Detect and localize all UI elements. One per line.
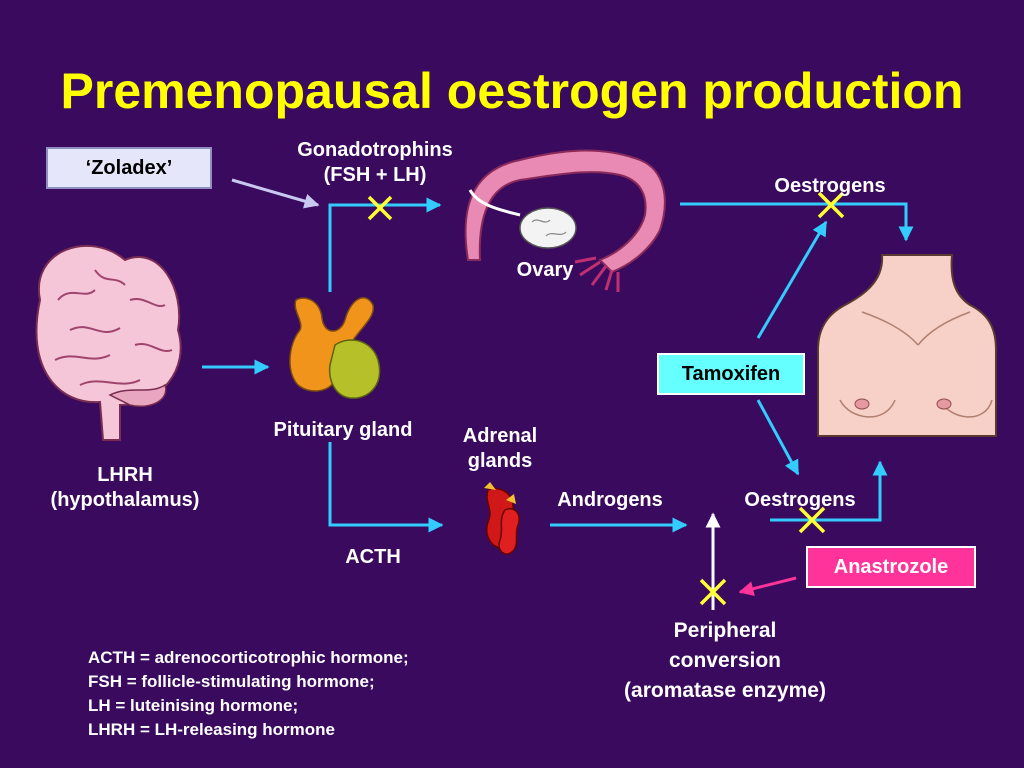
block-mark-aromatase	[699, 578, 727, 606]
adrenal-label: Adrenal glands	[440, 424, 560, 474]
block-mark-gonadotrophins	[367, 195, 393, 221]
adrenal-illustration	[484, 482, 520, 555]
anastrozole-arrow	[738, 576, 797, 597]
adrenal-line1: Adrenal	[462, 425, 538, 447]
lhrh-line2: (hypothalamus)	[50, 489, 200, 511]
peripheral-line3: (aromatase enzyme)	[624, 679, 826, 702]
block-mark-oestrogens-top	[817, 191, 845, 219]
zoladex-arrow	[231, 178, 320, 209]
peripheral-line2: conversion	[668, 649, 782, 672]
block-mark-oestrogens-bottom	[798, 506, 826, 534]
lhrh-label: LHRH (hypothalamus)	[20, 463, 230, 513]
lhrh-line1: LHRH	[97, 464, 153, 486]
ovary-label: Ovary	[516, 259, 574, 281]
peripheral-label: Peripheral conversion (aromatase enzyme)	[595, 616, 855, 706]
legend-line: ACTH = adrenocorticotrophic hormone;	[88, 648, 409, 667]
tamoxifen-box: Tamoxifen	[657, 353, 805, 395]
anastrozole-box: Anastrozole	[806, 546, 976, 588]
zoladex-box: ‘Zoladex’	[46, 147, 212, 189]
ovary-illustration	[464, 149, 666, 292]
block-marks	[367, 191, 845, 606]
adrenal-line2: glands	[467, 450, 533, 472]
peripheral-line1: Peripheral	[673, 619, 777, 642]
torso-illustration	[817, 254, 997, 437]
pituitary-label: Pituitary gland	[273, 419, 413, 441]
oestrogens-bottom-label: Oestrogens	[744, 489, 856, 511]
acth-label: ACTH	[345, 546, 401, 568]
legend-line: FSH = follicle-stimulating hormone;	[88, 672, 375, 691]
oestrogens-top-label: Oestrogens	[774, 175, 886, 197]
page-title: Premenopausal oestrogen production	[60, 63, 964, 119]
gonadotrophins-label: Gonadotrophins (FSH + LH)	[262, 138, 488, 188]
androgens-label: Androgens	[557, 489, 663, 511]
gonadotrophins-line2: (FSH + LH)	[323, 164, 427, 186]
pituitary-illustration	[289, 297, 381, 399]
brain-illustration	[35, 244, 182, 441]
pathway-arrows	[202, 197, 914, 533]
abbreviation-legend: ACTH = adrenocorticotrophic hormone; FSH…	[88, 646, 409, 742]
legend-line: LH = luteinising hormone;	[88, 696, 299, 715]
gonadotrophins-line1: Gonadotrophins	[297, 139, 453, 161]
legend-line: LHRH = LH-releasing hormone	[88, 720, 336, 739]
